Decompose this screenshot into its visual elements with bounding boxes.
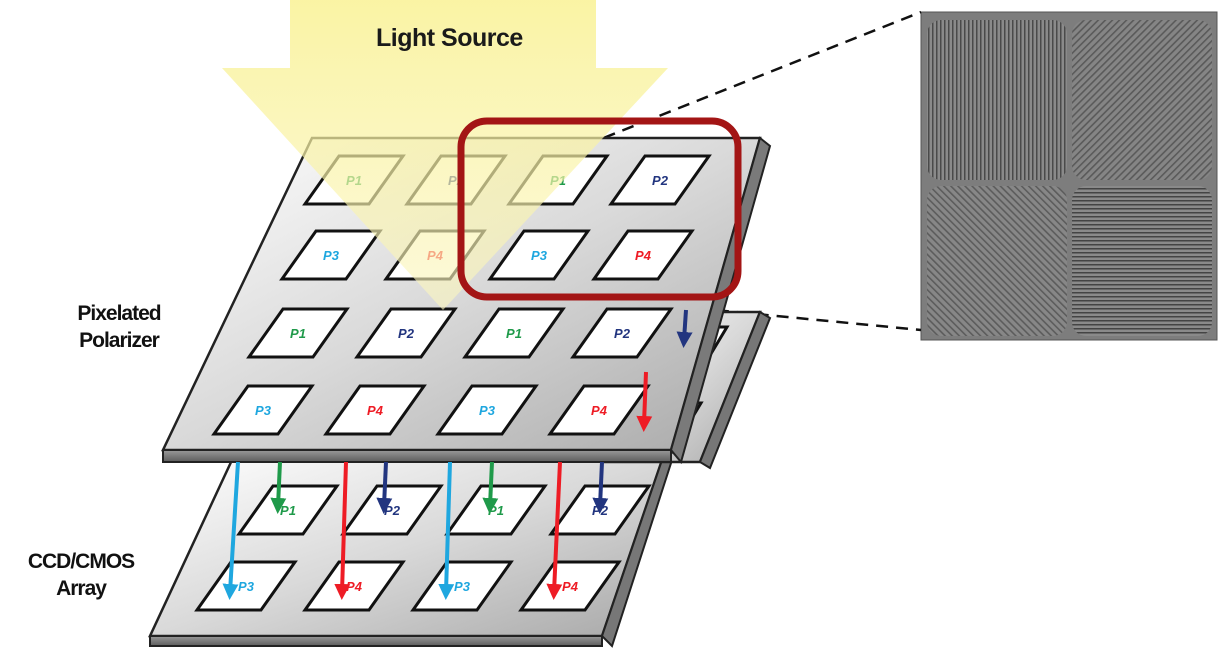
polarizer-label-line2: Polarizer (34, 327, 204, 354)
sensor-pixel-1-0-label: P3 (238, 579, 255, 594)
inset-quadrant-diagonal-1 (1072, 20, 1212, 180)
sensor-pixel-0-0-label: P1 (280, 503, 296, 518)
polarizer-pixel-2-1-label: P2 (398, 326, 415, 341)
polarizer-pixel-3-1-label: P4 (367, 403, 384, 418)
microscope-inset-image (921, 12, 1217, 340)
light-arrow-5 (490, 462, 492, 506)
sensor-label: CCD/CMOS Array (6, 548, 156, 602)
sensor-label-line1: CCD/CMOS (6, 548, 156, 575)
light-arrow-7 (600, 462, 602, 506)
polarizer-pixel-1-2-label: P3 (531, 248, 548, 263)
sensor-pixel-1-3-label: P4 (562, 579, 579, 594)
sensor-label-line2: Array (6, 575, 156, 602)
sensor-pixel-0-1-label: P2 (384, 503, 401, 518)
polarizer-pixel-1-0-label: P3 (323, 248, 340, 263)
sensor-pixel-1-1-label: P4 (346, 579, 363, 594)
polarizer-pixel-2-2-label: P1 (506, 326, 522, 341)
sensor-pixel-1-2-label: P3 (454, 579, 471, 594)
polarizer-label: Pixelated Polarizer (34, 300, 204, 354)
inset-quadrant-horizontal (1072, 186, 1212, 336)
polarizer-label-line1: Pixelated (34, 300, 204, 327)
light-arrow-8 (684, 310, 686, 340)
polarizer-pixel-2-0-label: P1 (290, 326, 306, 341)
polarizer-pixel-1-3-label: P4 (635, 248, 652, 263)
polarizer-pixel-3-2-label: P3 (479, 403, 496, 418)
light-source-title: Light Source (376, 24, 523, 53)
polarizer-pixel-3-0-label: P3 (255, 403, 272, 418)
polarizer-pixel-2-3-label: P2 (614, 326, 631, 341)
inset-quadrant-vertical (927, 20, 1067, 180)
light-arrow-1 (278, 462, 280, 506)
polarizer-pixel-0-3-label: P2 (652, 173, 669, 188)
polarizer-pixel-3-3-label: P4 (591, 403, 608, 418)
light-arrow-9 (644, 372, 646, 424)
inset-quadrant-diagonal-2 (927, 186, 1067, 336)
light-arrow-3 (384, 462, 386, 506)
